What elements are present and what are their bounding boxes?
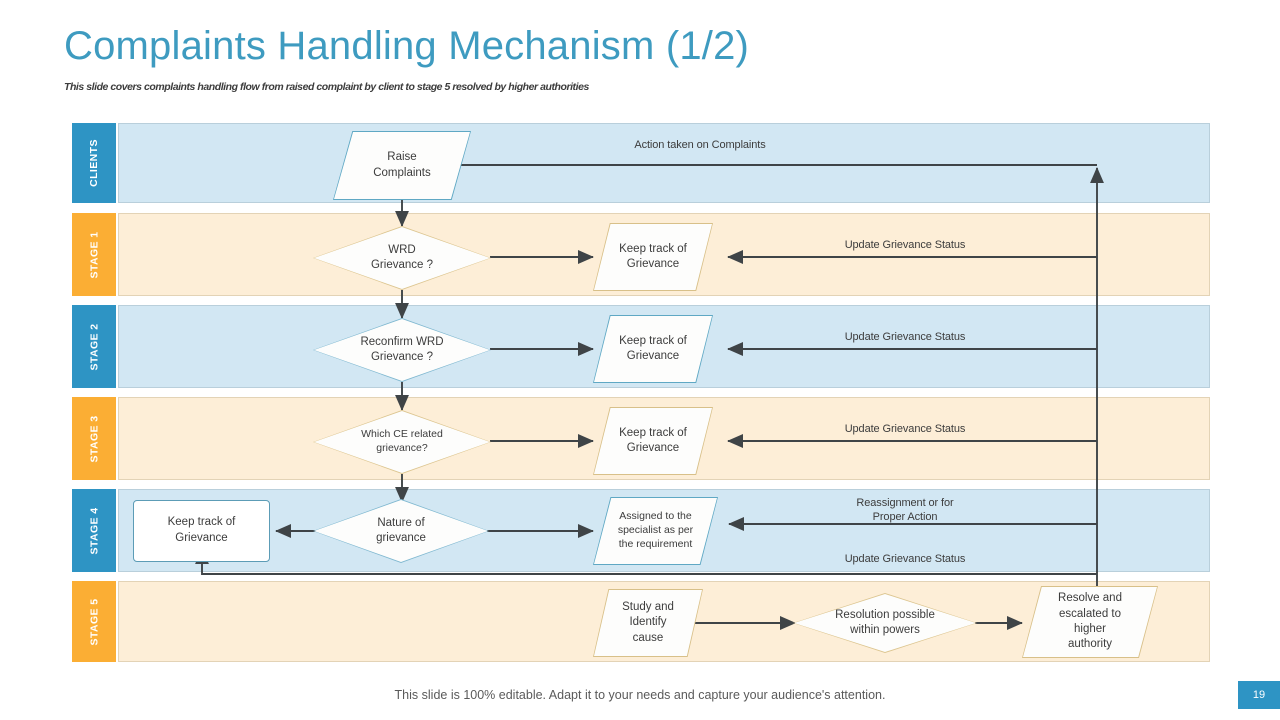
label-reassignment: Reassignment or for Proper Action <box>856 497 954 524</box>
node-wrd-grievance-label: WRD Grievance ? <box>314 227 490 289</box>
node-study-identify-cause[interactable]: Study and Identify cause <box>593 589 703 657</box>
swimlane-tab-stage2[interactable]: STAGE 2 <box>72 305 116 388</box>
swimlane-band-clients <box>118 123 1210 203</box>
node-assigned-specialist-label: Assigned to the specialist as per the re… <box>594 498 717 564</box>
label-update-status-3: Update Grievance Status <box>844 423 966 435</box>
node-resolve-escalated[interactable]: Resolve and escalated to higher authorit… <box>1022 586 1158 658</box>
node-which-ce-related-label: Which CE related grievance? <box>314 411 490 473</box>
node-raise-complaints-label: Raise Complaints <box>334 132 470 199</box>
node-keep-track-2[interactable]: Keep track of Grievance <box>593 315 713 383</box>
node-study-identify-cause-label: Study and Identify cause <box>594 590 702 656</box>
swimlane-label-stage1: STAGE 1 <box>88 231 101 278</box>
page-title: Complaints Handling Mechanism (1/2) <box>64 24 750 68</box>
swimlane-tab-clients[interactable]: CLIENTS <box>72 123 116 203</box>
swimlane-tab-stage4[interactable]: STAGE 4 <box>72 489 116 572</box>
node-reconfirm-wrd-label: Reconfirm WRD Grievance ? <box>314 319 490 381</box>
node-keep-track-1-label: Keep track of Grievance <box>594 224 712 290</box>
label-action-taken: Action taken on Complaints <box>634 139 766 151</box>
node-keep-track-2-label: Keep track of Grievance <box>594 316 712 382</box>
node-keep-track-3-label: Keep track of Grievance <box>594 408 712 474</box>
swimlane-tab-stage1[interactable]: STAGE 1 <box>72 213 116 296</box>
node-nature-of-grievance[interactable]: Nature of grievance <box>313 499 489 563</box>
page-subtitle: This slide covers complaints handling fl… <box>64 81 589 93</box>
swimlane-tab-stage5[interactable]: STAGE 5 <box>72 581 116 662</box>
label-update-status-4: Update Grievance Status <box>844 553 966 565</box>
node-keep-track-4[interactable]: Keep track of Grievance <box>133 500 270 562</box>
swimlane-label-clients: CLIENTS <box>88 139 100 187</box>
node-keep-track-1[interactable]: Keep track of Grievance <box>593 223 713 291</box>
swimlane-label-stage2: STAGE 2 <box>88 323 101 370</box>
label-update-status-2: Update Grievance Status <box>844 331 966 343</box>
page-number-badge: 19 <box>1238 681 1280 709</box>
node-raise-complaints[interactable]: Raise Complaints <box>333 131 471 200</box>
swimlane-label-stage3: STAGE 3 <box>88 415 101 462</box>
swimlane-label-stage4: STAGE 4 <box>88 507 101 554</box>
swimlane-tab-stage3[interactable]: STAGE 3 <box>72 397 116 480</box>
node-nature-of-grievance-label: Nature of grievance <box>314 500 488 562</box>
node-resolution-possible[interactable]: Resolution possible within powers <box>793 593 977 653</box>
node-resolve-escalated-label: Resolve and escalated to higher authorit… <box>1023 587 1157 657</box>
swimlane-label-stage5: STAGE 5 <box>88 598 101 645</box>
node-wrd-grievance[interactable]: WRD Grievance ? <box>313 226 491 290</box>
node-reconfirm-wrd[interactable]: Reconfirm WRD Grievance ? <box>313 318 491 382</box>
node-which-ce-related[interactable]: Which CE related grievance? <box>313 410 491 474</box>
node-keep-track-3[interactable]: Keep track of Grievance <box>593 407 713 475</box>
footer-note: This slide is 100% editable. Adapt it to… <box>394 688 886 702</box>
label-update-status-1: Update Grievance Status <box>844 239 966 251</box>
node-resolution-possible-label: Resolution possible within powers <box>794 594 976 652</box>
node-assigned-specialist[interactable]: Assigned to the specialist as per the re… <box>593 497 718 565</box>
